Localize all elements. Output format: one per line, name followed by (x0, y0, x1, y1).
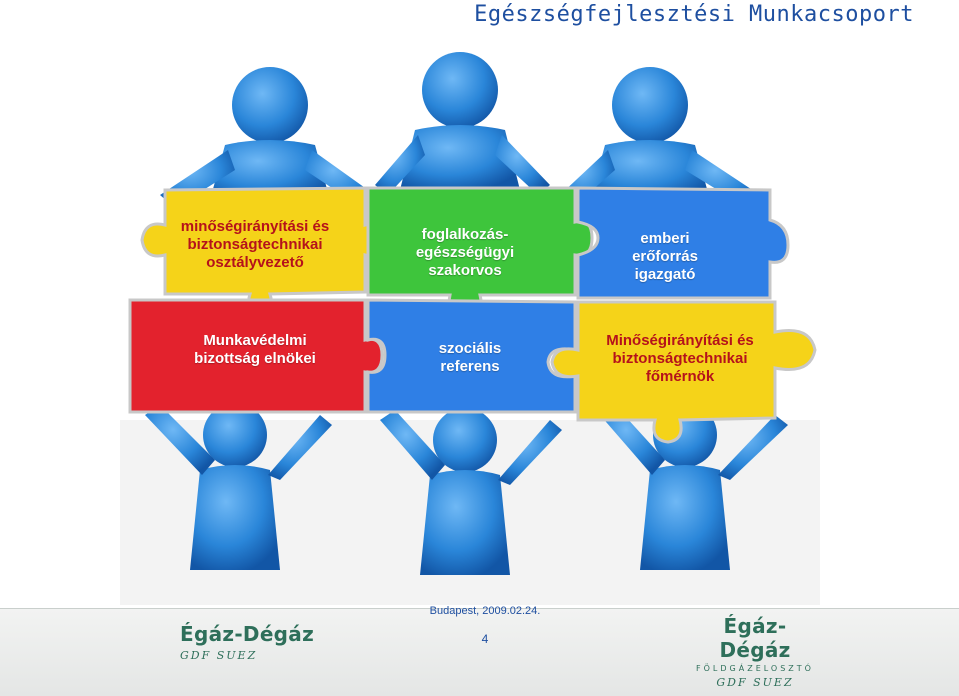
logo-left-gdf: GDF SUEZ (180, 649, 258, 662)
piece-label-bottom-right: Minőségirányítási és biztonságtechnikai … (606, 332, 754, 385)
slide-title: Egészségfejlesztési Munkacsoport (474, 2, 914, 27)
figure-top-middle (375, 52, 550, 195)
puzzle-illustration (120, 50, 820, 605)
logo-left: Égáz-Dégáz GDF SUEZ (180, 622, 320, 662)
logo-right-tagline: FÖLDGÁZELOSZTÓ (696, 664, 814, 673)
footer-date: Budapest, 2009.02.24. (429, 605, 541, 617)
figure-top-left (160, 67, 375, 208)
piece-bottom-right (550, 300, 817, 444)
piece-top-right (576, 186, 790, 300)
logo-right: Égáz-Dégáz FÖLDGÁZELOSZTÓ GDF SUEZ (690, 614, 820, 689)
logo-right-name: Égáz-Dégáz (719, 614, 791, 662)
logo-left-name: Égáz-Dégáz (180, 622, 315, 646)
logo-right-gdf: GDF SUEZ (716, 676, 794, 689)
footer-band (0, 608, 959, 696)
puzzle-pieces (128, 186, 817, 444)
piece-label-bottom-left: Munkavédelmi bizottság elnökei (194, 332, 316, 367)
piece-bottom-middle (366, 298, 577, 414)
page-number: 4 (481, 632, 489, 646)
piece-label-top-right: emberi erőforrás igazgató (632, 230, 698, 283)
piece-label-top-left: minőségirányítási és biztonságtechnikai … (180, 218, 330, 271)
figure-bottom-left (145, 403, 332, 570)
figure-bottom-middle (380, 408, 562, 575)
piece-label-top-middle: foglalkozás- egészségügyi szakorvos (415, 226, 515, 279)
piece-label-bottom-middle: szociális referens (438, 340, 502, 375)
